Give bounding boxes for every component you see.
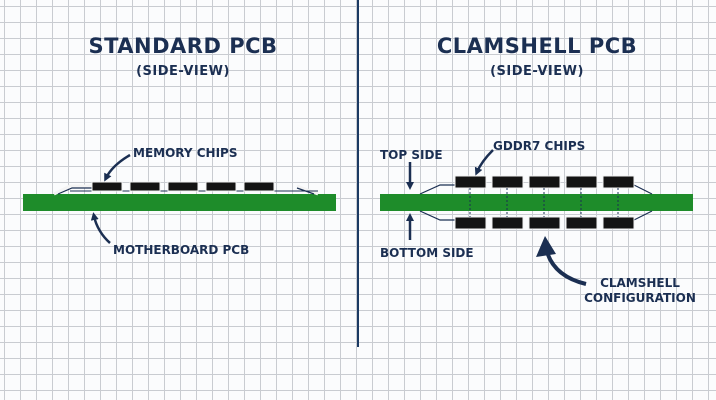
memory-chip <box>243 181 275 192</box>
clamshell-pcb-title: CLAMSHELL PCB <box>436 34 638 58</box>
standard-trace-outline <box>53 184 319 196</box>
standard-pcb-title: STANDARD PCB <box>88 34 278 58</box>
standard-memory-chips <box>91 181 275 192</box>
gddr7-chip-bottom <box>491 216 524 230</box>
clamshell-pcb <box>380 194 693 211</box>
gddr7-chip-bottom <box>565 216 598 230</box>
panel-divider <box>357 0 359 347</box>
gddr7-chip-top <box>602 175 635 189</box>
clamshell-trace-top <box>419 184 653 195</box>
gddr7-chip-top <box>565 175 598 189</box>
gddr7-chip-bottom <box>528 216 561 230</box>
memory-chip <box>129 181 161 192</box>
motherboard-leader <box>90 212 111 244</box>
standard-pcb-subtitle: (SIDE-VIEW) <box>136 64 230 79</box>
top-side-label: TOP SIDE <box>380 148 443 162</box>
gddr7-chip-top <box>454 175 487 189</box>
memory-chip <box>167 181 199 192</box>
clamshell-configuration-line1: CLAMSHELL <box>600 276 680 290</box>
memory-chip <box>205 181 237 192</box>
motherboard-pcb-label: MOTHERBOARD PCB <box>113 243 250 257</box>
gddr7-chip-bottom <box>454 216 487 230</box>
gddr7-chips-label: GDDR7 CHIPS <box>493 139 586 153</box>
gddr7-chip-top <box>491 175 524 189</box>
gddr7-chip-bottom <box>602 216 635 230</box>
clamshell-config-arrow <box>545 251 587 286</box>
clamshell-bottom-chips <box>454 216 635 230</box>
clamshell-pcb-subtitle: (SIDE-VIEW) <box>490 64 584 79</box>
motherboard-pcb <box>23 194 336 211</box>
memory-chips-leader <box>104 153 131 182</box>
memory-chip <box>91 181 123 192</box>
clamshell-vias <box>469 188 619 217</box>
memory-chips-label: MEMORY CHIPS <box>133 146 238 160</box>
clamshell-config-arrowhead <box>536 236 556 257</box>
clamshell-configuration-line2: CONFIGURATION <box>584 291 696 305</box>
clamshell-top-chips <box>454 175 635 189</box>
clamshell-configuration-label: CLAMSHELL CONFIGURATION <box>580 276 700 306</box>
gddr7-chips-leader <box>474 149 494 176</box>
bottom-side-label: BOTTOM SIDE <box>380 246 474 260</box>
gddr7-chip-top <box>528 175 561 189</box>
clamshell-trace-bottom <box>419 210 653 221</box>
